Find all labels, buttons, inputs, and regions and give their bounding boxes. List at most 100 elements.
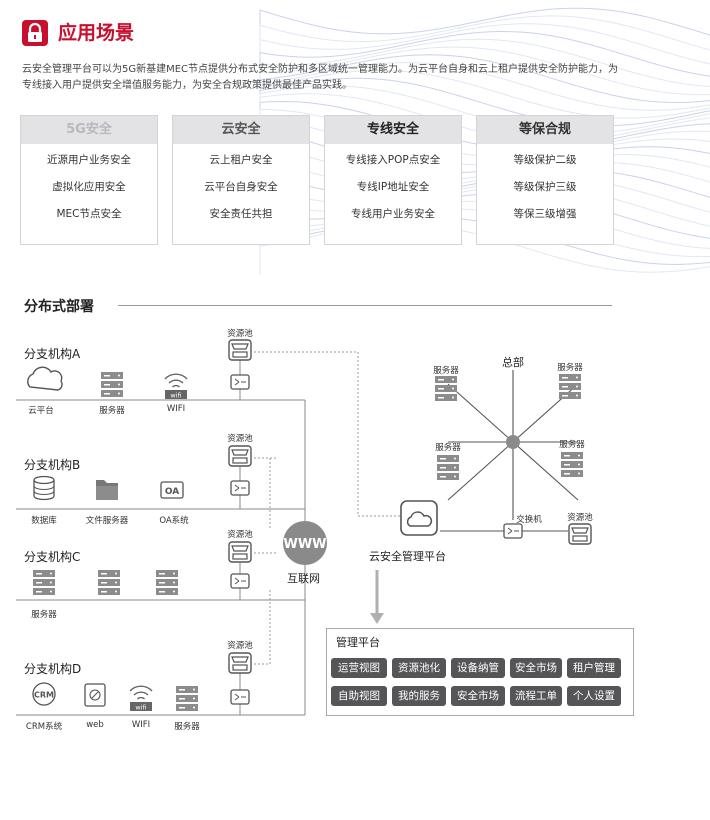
server-label: 服务器 [559, 440, 585, 450]
branch-title: 分支机构B [24, 458, 81, 472]
crm-icon: CRM [32, 682, 56, 706]
resource-pool-icon [228, 445, 252, 467]
btn-security-market[interactable]: 安全市场 [510, 658, 562, 678]
btn-personal-settings[interactable]: 个人设置 [567, 686, 621, 706]
hq-hub [506, 435, 520, 449]
server-icon [176, 686, 198, 711]
node-label: 数据库 [31, 516, 57, 526]
btn-resource-pooling[interactable]: 资源池化 [392, 658, 446, 678]
card-item: 专线接入POP点安全 [345, 154, 441, 166]
card-item: 安全责任共担 [209, 208, 273, 220]
crm-icon-text: CRM [34, 691, 54, 700]
btn-tenant-management[interactable]: 租户管理 [567, 658, 621, 678]
btn-workflow-tickets[interactable]: 流程工单 [510, 686, 562, 706]
lock-icon [22, 20, 48, 46]
card-title: 5G安全 [21, 116, 157, 144]
section-title: 分布式部署 [24, 299, 94, 315]
server-icon [156, 570, 178, 595]
card-compliance: 等保合规 等级保护二级 等级保护三级 等保三级增强 [476, 115, 614, 245]
card-line-security: 专线安全 专线接入POP点安全 专线IP地址安全 专线用户业务安全 [324, 115, 462, 245]
card-item: 云平台自身安全 [204, 181, 278, 193]
switch-icon [503, 523, 523, 539]
intro-paragraph: 云安全管理平台可以为5G新基建MEC节点提供分布式安全防护和多区域统一管理能力。… [22, 64, 619, 91]
wave-line [259, 7, 710, 50]
node-label: web [86, 720, 104, 730]
switch-icon [230, 480, 250, 496]
btn-security-market-2[interactable]: 安全市场 [451, 686, 505, 706]
card-item: 等级保护三级 [513, 181, 577, 193]
server-label: 服务器 [435, 443, 461, 453]
platform-label: 云安全管理平台 [369, 550, 446, 563]
node-label: WIFI [131, 720, 151, 730]
server-icon [559, 374, 581, 399]
switch-icon [230, 374, 250, 390]
pool-label: 资源池 [227, 329, 253, 339]
card-title: 专线安全 [325, 116, 461, 144]
card-item: 专线IP地址安全 [356, 181, 430, 193]
branch-title: 分支机构D [24, 662, 82, 676]
card-title: 等保合规 [477, 116, 613, 144]
card-item: 近源用户业务安全 [47, 154, 131, 166]
wifi-icon-text: wifi [135, 704, 146, 712]
switch-icon [230, 573, 250, 589]
card-item: 虚拟化应用安全 [52, 181, 126, 193]
wave-line [259, 38, 710, 87]
database-icon [33, 475, 55, 501]
branch-title: 分支机构C [24, 550, 81, 564]
card-item: 云上租户安全 [209, 154, 273, 166]
node-label: 云平台 [28, 406, 54, 416]
node-label: OA系统 [159, 516, 189, 526]
btn-self-service-view[interactable]: 自助视图 [331, 686, 387, 706]
server-label: 服务器 [557, 363, 583, 373]
oa-icon-text: OA [165, 487, 179, 497]
btn-device-management[interactable]: 设备纳管 [451, 658, 505, 678]
wave-line [259, 77, 710, 131]
cloud-platform-icon [400, 500, 438, 536]
switch-icon [230, 689, 250, 705]
wifi-icon-text: wifi [170, 392, 181, 400]
pool-label: 资源池 [567, 513, 593, 523]
card-item: 等保三级增强 [513, 208, 577, 220]
management-title: 管理平台 [336, 636, 380, 649]
node-label: 服务器 [174, 722, 200, 732]
card-cloud-security: 云安全 云上租户安全 云平台自身安全 安全责任共担 [172, 115, 310, 245]
server-icon [33, 570, 55, 595]
branch-title: 分支机构A [24, 347, 81, 361]
node-label: WIFI [166, 404, 186, 414]
server-label: 服务器 [433, 366, 459, 376]
pool-label: 资源池 [227, 530, 253, 540]
node-label: CRM系统 [25, 722, 63, 732]
resource-pool-icon [228, 541, 252, 563]
internet-icon-text: WWW [283, 537, 326, 552]
card-5g-security: 5G安全 近源用户业务安全 虚拟化应用安全 MEC节点安全 [20, 115, 158, 245]
wave-line [259, 62, 710, 113]
card-item: 专线用户业务安全 [351, 208, 435, 220]
btn-my-services[interactable]: 我的服务 [392, 686, 446, 706]
server-icon [435, 376, 457, 401]
node-label: 文件服务器 [85, 516, 129, 526]
server-icon [101, 372, 123, 397]
wifi-icon: wifi [129, 685, 153, 712]
node-label: 服务器 [31, 610, 57, 620]
wave-line [259, 30, 710, 77]
oa-icon: OA [160, 481, 184, 499]
wave-line [259, 15, 710, 59]
resource-pool-icon [228, 339, 252, 361]
folder-icon [96, 480, 118, 500]
card-title: 云安全 [173, 116, 309, 144]
section-divider [118, 305, 612, 306]
server-icon [98, 570, 120, 595]
wave-line [259, 54, 710, 104]
switch-label: 交换机 [516, 515, 542, 525]
node-label: 服务器 [99, 406, 125, 416]
server-icon [561, 452, 583, 477]
web-icon [84, 683, 106, 707]
hq-title: 总部 [502, 356, 524, 369]
resource-pool-icon [568, 523, 592, 545]
server-icon [437, 455, 459, 480]
btn-operations-view[interactable]: 运营视图 [331, 658, 387, 678]
cloud-icon [27, 366, 63, 391]
internet-icon: WWW [283, 521, 327, 565]
wave-line [259, 46, 710, 96]
